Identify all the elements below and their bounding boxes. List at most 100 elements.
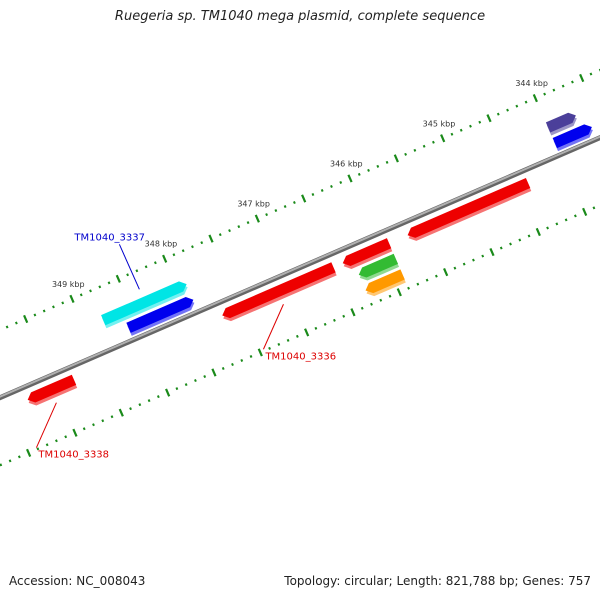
forward-scale-tick [450,132,454,136]
forward-scale-tick [61,301,65,305]
forward-scale-tick [330,184,333,188]
forward-scale-tick [506,108,509,112]
gene-label-leader [118,244,140,290]
reverse-scale-tick [82,427,86,431]
gene-tm1040-3338 [27,374,77,403]
reverse-scale-tick [118,408,124,417]
forward-scale-tick [367,168,370,172]
reverse-scale-tick [509,242,512,246]
forward-scale-tick [181,249,185,253]
forward-scale-tick [274,209,278,213]
forward-scale-tick [23,314,29,324]
gene-label: TM1040_3336 [264,351,336,362]
reverse-scale-tick [546,226,549,230]
reverse-scale-tick [443,268,449,277]
reverse-scale-tick [36,447,40,451]
reverse-scale-tick [26,448,32,457]
forward-scale-tick [218,233,222,237]
reverse-scale-tick [323,322,327,326]
forward-scale-tick [144,265,148,269]
reverse-scale-tick [221,367,225,371]
gene-arrow [407,177,531,238]
reverse-scale-tick [499,246,503,250]
gene-arrow [545,112,576,133]
scale-label: 349 kbp [52,280,85,289]
reverse-scale-tick [129,407,132,411]
reverse-scale-tick [333,318,336,322]
forward-scale-tick [115,274,121,283]
gene-arrow [552,124,592,149]
reverse-scale-tick [55,439,58,443]
forward-scale-tick [385,160,389,164]
forward-scale-tick [237,225,241,229]
gene-tm1040-3337 [101,281,187,326]
forward-scale-tick [589,72,593,76]
reverse-scale-tick [295,334,299,338]
gene-label-leader [35,402,57,448]
forward-scale-tick [5,325,9,329]
forward-scale-tick [126,273,129,277]
forward-scale-tick [339,180,343,184]
forward-scale-tick [293,201,296,205]
forward-scale-tick [172,253,176,257]
reverse-scale-tick [314,326,318,330]
reverse-scale-tick [481,254,485,258]
gene-tm1040-3336 [222,262,336,319]
forward-scale-tick [14,321,18,325]
forward-scale-tick [532,94,538,103]
map-title: Ruegeria sp. TM1040 mega plasmid, comple… [114,9,486,24]
forward-scale-tick [265,213,268,217]
reverse-scale-tick [0,463,3,467]
reverse-scale-tick [370,302,373,306]
forward-scale-tick [422,144,426,148]
gene-arrow [358,253,399,278]
reverse-scale-tick [286,338,290,342]
scale-label: 347 kbp [237,200,270,209]
reverse-scale-tick [17,455,21,459]
topology-summary: Topology: circular; Length: 821,788 bp; … [284,574,591,588]
reverse-scale-tick [147,399,151,403]
gene-arrow [365,269,405,294]
forward-scale-tick [496,112,500,116]
forward-scale-tick [191,245,194,249]
reverse-scale-tick [360,306,364,310]
reverse-scale-tick [527,234,531,238]
reverse-scale-tick [101,419,105,423]
reverse-scale-tick [45,443,49,447]
forward-scale-tick [561,84,565,88]
forward-scale-tick [283,205,287,209]
reverse-scale-tick [203,375,207,379]
reverse-scale-tick [472,258,475,262]
forward-scale-tick [357,172,361,176]
accession-text: Accession: NC_008043 [9,574,146,588]
reverse-scale-tick [194,379,197,383]
reverse-scale-tick [257,348,263,357]
forward-scale-tick [246,221,250,225]
forward-scale-tick [440,134,446,143]
reverse-scale-tick [573,214,577,218]
reverse-scale-tick [64,435,68,439]
reverse-scale-tick [462,262,466,266]
forward-scale-tick [228,229,231,233]
gene-label-leader [262,304,284,350]
forward-scale-tick [579,73,585,83]
forward-scale-tick [69,294,75,304]
reverse-scale-tick [434,274,438,278]
forward-scale-tick [432,140,435,144]
reverse-scale-tick [555,222,559,226]
reverse-scale-tick [425,278,429,282]
gene-arrow [126,297,194,333]
forward-scale-tick [42,309,46,313]
reverse-scale-tick [240,358,244,362]
reverse-scale-tick [535,227,541,237]
gene-arrow [342,238,392,266]
reverse-scale-tick [8,459,12,463]
forward-scale-tick [89,289,92,293]
reverse-scale-tick [184,383,188,387]
forward-scale-tick [404,152,408,156]
reverse-scale-tick [268,346,271,350]
forward-scale-tick [524,100,528,104]
forward-scale-tick [543,92,547,96]
reverse-scale-tick [72,428,78,437]
